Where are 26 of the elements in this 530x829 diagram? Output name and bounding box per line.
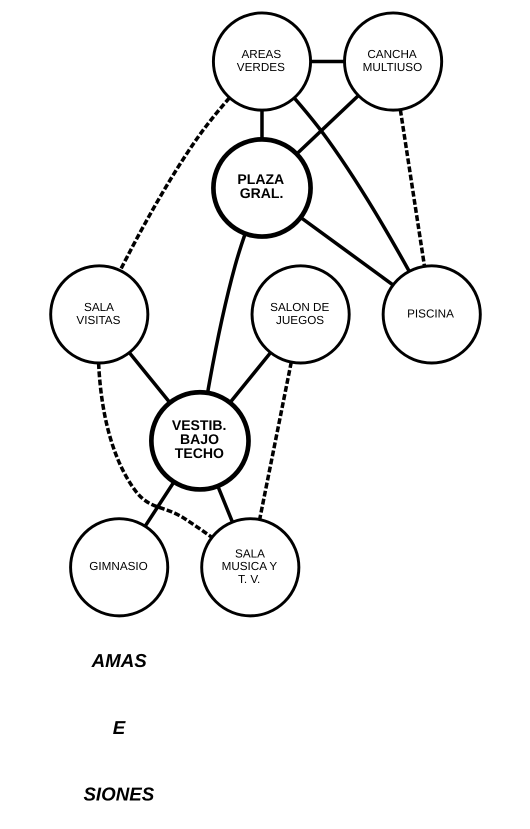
node-circle: PLAZA GRAL. xyxy=(210,137,312,239)
node-circle: SALON DE JUEGOS xyxy=(250,264,350,364)
connector xyxy=(295,94,360,155)
connector xyxy=(310,60,344,64)
node-circle: SALA MUSICA Y T. V. xyxy=(200,517,300,618)
connector xyxy=(143,481,175,527)
label: E xyxy=(112,716,125,738)
connector xyxy=(299,216,394,286)
node-circle: SALA VISITAS xyxy=(48,264,149,364)
node-circle: PISCINA xyxy=(381,264,482,364)
node-circle: GIMNASIO xyxy=(68,517,169,618)
connector xyxy=(128,352,171,404)
connector xyxy=(118,96,230,272)
label: SIONES xyxy=(82,784,154,805)
connector xyxy=(96,363,212,539)
node-circle: VESTIB. BAJO TECHO xyxy=(148,390,250,492)
node-circle: AREAS VERDES xyxy=(211,12,312,112)
connector xyxy=(228,352,272,404)
connector xyxy=(260,110,264,140)
connector xyxy=(292,96,410,272)
connector xyxy=(216,485,234,522)
label: AMAS xyxy=(91,650,146,672)
connector xyxy=(398,110,426,267)
connector xyxy=(205,233,246,394)
node-circle: CANCHA MULTIUSO xyxy=(342,12,443,112)
connector xyxy=(257,362,292,520)
